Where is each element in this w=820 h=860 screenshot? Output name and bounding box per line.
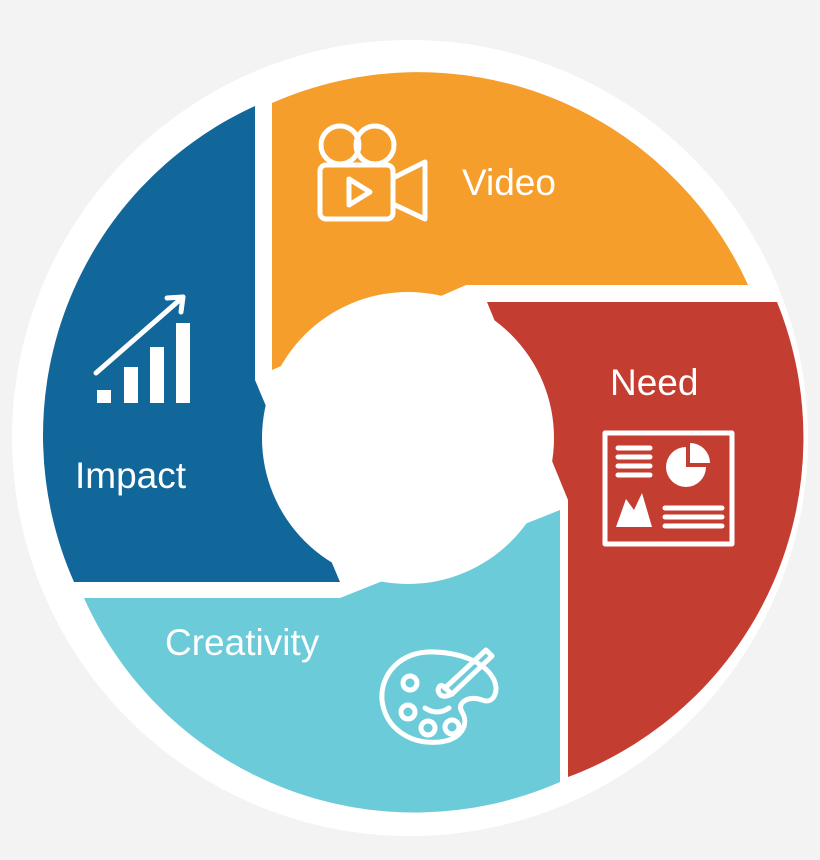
growth-chart-icon <box>93 294 190 403</box>
paint-palette-icon <box>379 647 499 745</box>
report-chart-icon <box>602 430 735 547</box>
segment-impact <box>43 106 340 582</box>
segment-creativity <box>84 510 560 813</box>
label-video: Video <box>462 162 556 203</box>
segment-need <box>487 302 804 777</box>
label-impact: Impact <box>75 455 187 496</box>
segment-video <box>272 72 748 370</box>
label-need: Need <box>610 362 698 403</box>
label-creativity: Creativity <box>165 622 320 663</box>
video-camera-icon <box>317 123 428 222</box>
